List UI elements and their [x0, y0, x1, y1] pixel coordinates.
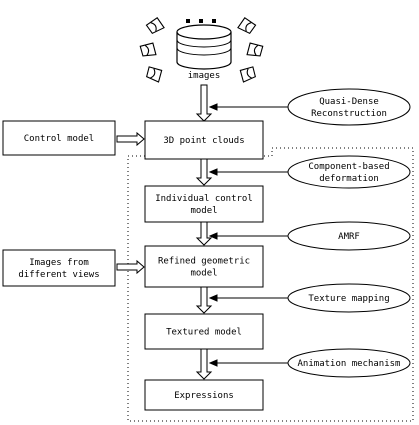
images-label: images: [188, 71, 221, 81]
face-view-icon: [246, 42, 264, 57]
face-view-icon: [146, 66, 163, 83]
input-arrow: [116, 259, 145, 275]
flow-arrow: [195, 221, 213, 246]
quasi-dense-label: Quasi-Dense: [319, 97, 379, 107]
flow-arrow: [195, 158, 213, 186]
input-arrow: [116, 131, 145, 147]
refined-geometric-model-label: model: [190, 269, 217, 279]
quasi-dense-label: Reconstruction: [311, 109, 387, 119]
method-arrows: [208, 103, 289, 367]
expressions-box: Expressions: [144, 379, 264, 411]
refined-geometric-model-box: Refined geometric model: [144, 245, 264, 288]
individual-control-model-label: model: [190, 206, 217, 216]
images-from-views-label: different views: [18, 270, 99, 280]
amrf-ellipse: AMRF: [287, 221, 411, 251]
face-view-icon: [145, 17, 165, 35]
animation-mechanism-label: Animation mechanism: [298, 359, 401, 369]
texture-mapping-label: Texture mapping: [308, 294, 389, 304]
individual-control-model-label: Individual control: [155, 194, 253, 204]
images-from-views-label: Images from: [29, 258, 89, 268]
control-model-box: Control model: [2, 120, 116, 156]
texture-mapping-ellipse: Texture mapping: [287, 283, 411, 313]
dotted-region-border: [127, 147, 414, 422]
images-from-views-box: Images from different views: [2, 249, 116, 287]
component-based-label: Component-based: [308, 162, 389, 172]
textured-model-box: Textured model: [144, 313, 264, 350]
textured-model-label: Textured model: [166, 328, 242, 338]
animation-mechanism-ellipse: Animation mechanism: [287, 348, 411, 378]
input-arrows: [116, 131, 145, 275]
flow-arrow: [195, 84, 213, 122]
image-database-icon: [176, 19, 232, 70]
face-view-icon: [237, 17, 257, 35]
flow-arrows: [195, 84, 213, 380]
individual-control-model-box: Individual control model: [144, 185, 264, 223]
flow-arrow: [195, 348, 213, 380]
component-based-label: deformation: [319, 174, 379, 184]
component-based-ellipse: Component-based deformation: [287, 155, 411, 189]
expressions-label: Expressions: [174, 391, 234, 401]
point-clouds-label: 3D point clouds: [163, 136, 244, 146]
flow-arrow: [195, 286, 213, 314]
face-view-icon: [139, 42, 157, 57]
face-view-icons: [139, 17, 264, 83]
control-model-label: Control model: [24, 134, 94, 144]
point-clouds-box: 3D point clouds: [144, 120, 264, 160]
face-view-icon: [239, 66, 256, 83]
amrf-label: AMRF: [338, 232, 360, 242]
refined-geometric-model-label: Refined geometric: [158, 257, 250, 267]
